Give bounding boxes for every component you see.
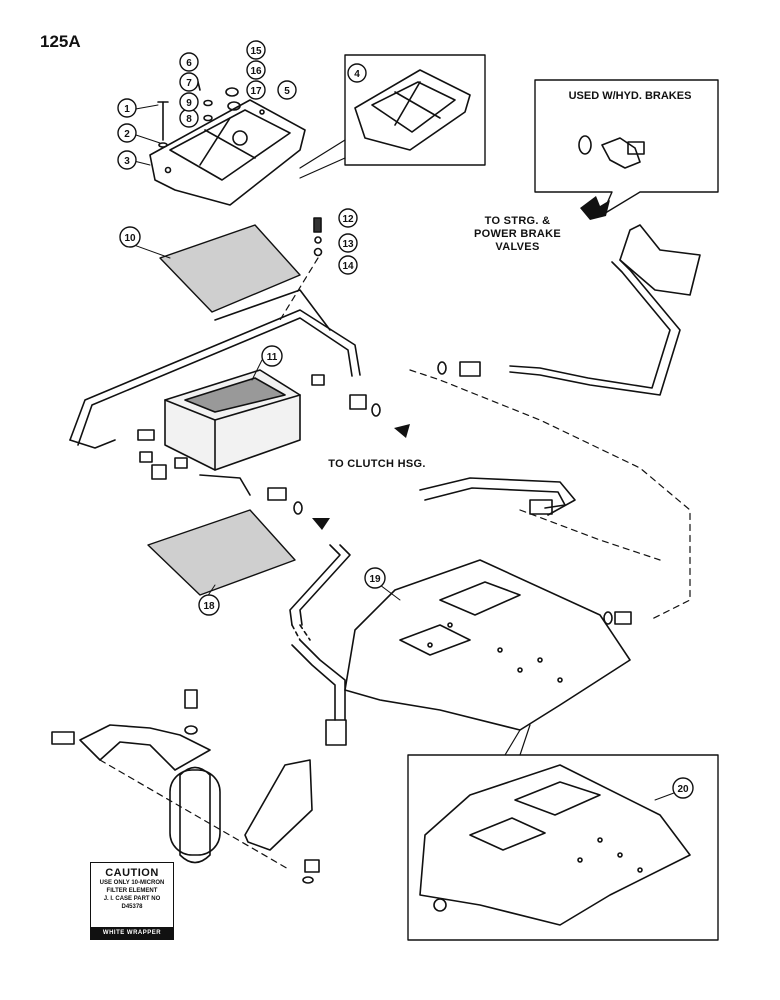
- spring-ball-parts: [279, 217, 323, 321]
- callout-3: 3: [124, 156, 130, 167]
- callout-5: 5: [284, 86, 290, 97]
- callout-markers: [117, 40, 694, 799]
- callout-17: 17: [250, 86, 262, 97]
- valve-body: [164, 369, 301, 471]
- callout-9: 9: [186, 98, 192, 109]
- callout-10: 10: [124, 233, 136, 244]
- caution-tag: CAUTION USE ONLY 10-MICRON FILTER ELEMEN…: [90, 862, 174, 940]
- clutch-tubes: [289, 477, 661, 746]
- callout-11: 11: [267, 352, 278, 363]
- callout-6: 6: [186, 58, 192, 69]
- to-clutch-label: TO CLUTCH HSG.: [328, 458, 426, 470]
- caution-line-4: D45378: [121, 904, 143, 910]
- callout-8: 8: [186, 114, 192, 125]
- callout-20: 20: [677, 784, 689, 795]
- case-plate: [344, 559, 632, 756]
- callout-12: 12: [342, 214, 354, 225]
- callout-2: 2: [124, 129, 130, 140]
- callout-14: 14: [342, 261, 354, 272]
- to-steering-label: TO STRG. & POWER BRAKE VALVES: [473, 215, 562, 253]
- brake-line: [409, 224, 701, 621]
- callout-13: 13: [342, 239, 354, 250]
- hyd-brakes-label: USED W/HYD. BRAKES: [568, 90, 692, 102]
- page-number: 125A: [40, 32, 81, 51]
- valve-fittings: [137, 374, 381, 515]
- callout-1: 1: [124, 104, 130, 115]
- caution-title: CAUTION: [105, 867, 159, 879]
- case-plate-inset: [407, 754, 719, 941]
- valve-tubes: [69, 289, 361, 496]
- callout-7: 7: [186, 78, 192, 89]
- caution-line-3: J. I. CASE PART NO: [103, 896, 161, 902]
- callout-4: 4: [354, 69, 360, 80]
- caution-footer: WHITE WRAPPER: [91, 927, 173, 939]
- callout-18: 18: [203, 601, 215, 612]
- callout-15: 15: [250, 46, 262, 57]
- cover-plate-inset: [299, 54, 486, 179]
- lower-gasket: [147, 509, 296, 596]
- cover-plate: [149, 99, 306, 206]
- bolt-parts: [157, 77, 265, 148]
- filter-assembly: [51, 689, 320, 884]
- callout-16: 16: [250, 66, 262, 77]
- callout-19: 19: [369, 574, 381, 585]
- hyd-brake-inset: [534, 79, 719, 216]
- caution-line-2: FILTER ELEMENT: [106, 888, 158, 894]
- upper-gasket: [159, 224, 301, 313]
- arrows: [312, 196, 610, 530]
- caution-line-1: USE ONLY 10-MICRON: [99, 880, 165, 886]
- callout-numbers: 1 2 3 4 5 6 7 8 9 10 11 12 13 14 15 16 1…: [124, 46, 689, 795]
